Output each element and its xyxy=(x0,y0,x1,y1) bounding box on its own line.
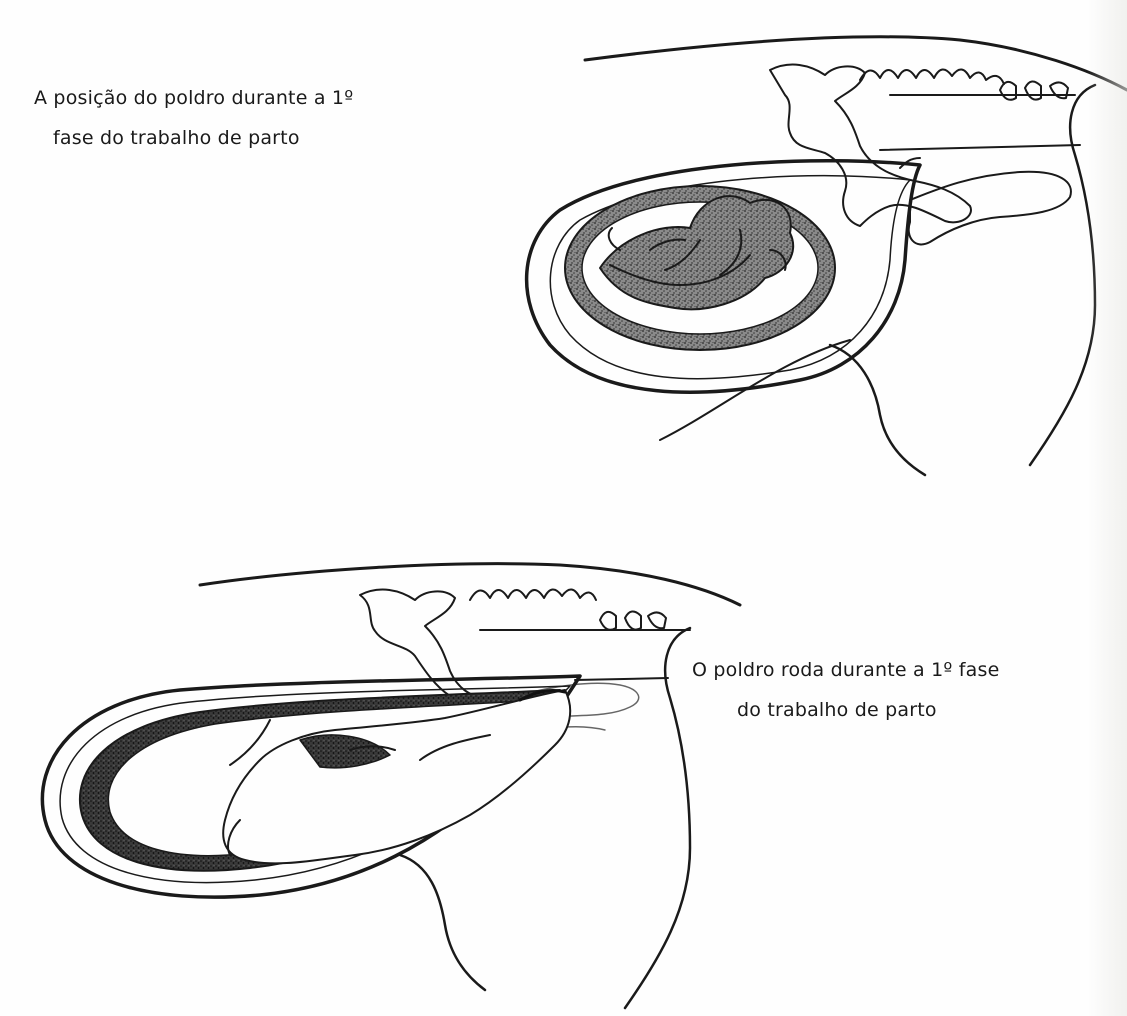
bottom-rump xyxy=(625,628,690,1008)
caption-top: A posição do poldro durante a 1º fase do… xyxy=(34,78,353,158)
caption-bottom: O poldro roda durante a 1º fase do traba… xyxy=(692,650,1000,730)
caption-bottom-line-2: do trabalho de parto xyxy=(692,690,1000,730)
caption-top-line-1: A posição do poldro durante a 1º xyxy=(34,78,353,118)
page-edge-shade xyxy=(1087,0,1127,1016)
top-spine xyxy=(860,69,1004,84)
bottom-spine xyxy=(470,589,596,600)
top-mare-figure xyxy=(527,37,1127,475)
top-back-line xyxy=(585,37,1127,90)
caption-top-line-2: fase do trabalho de parto xyxy=(34,118,353,158)
bottom-mare-figure xyxy=(42,564,740,1008)
top-rump xyxy=(1030,85,1095,465)
bottom-belly xyxy=(400,855,485,990)
top-pelvis xyxy=(770,65,971,226)
caption-bottom-line-1: O poldro roda durante a 1º fase xyxy=(692,650,1000,690)
